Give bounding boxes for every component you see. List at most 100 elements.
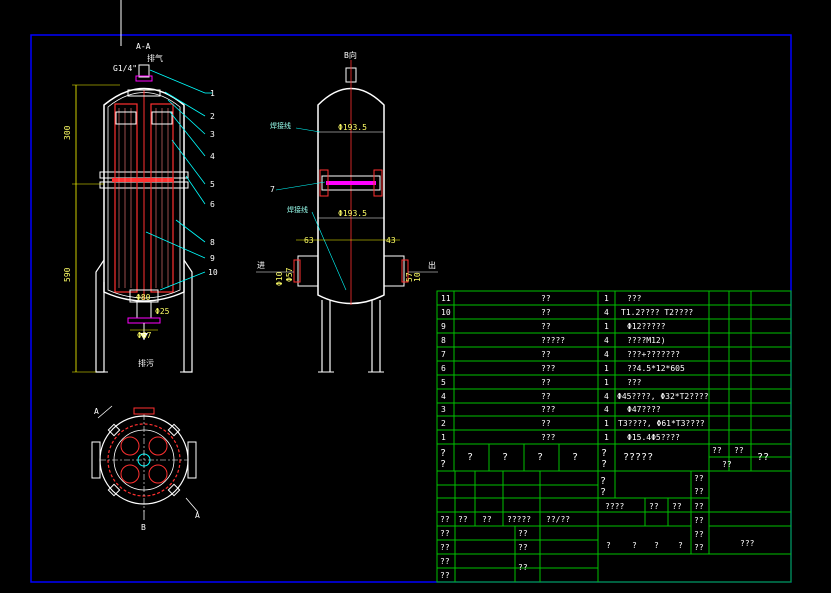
tb-r1-q: ?? <box>600 476 606 498</box>
bom-header-c8: ?? <box>712 446 722 455</box>
bom-spec-1: Φ15.4Φ5???? <box>627 433 680 442</box>
bom-header: ?? ? ? ? ? ?? ????? ?? ?? ?? ?? <box>440 446 769 470</box>
bom-header-c4: ? <box>537 452 543 463</box>
tb-sign-2: ?? <box>482 515 492 524</box>
dim-43: 43 <box>386 236 396 245</box>
dim-phi67: Φ67 <box>137 331 152 340</box>
bom-spec-11: ??? <box>627 294 642 303</box>
tb-r6-a: ?? <box>440 543 450 552</box>
tb-r3-d: ?? <box>694 502 704 511</box>
plan-label-b: B <box>141 523 146 532</box>
bom-name-4: ?? <box>541 392 551 401</box>
dim-300: 300 <box>63 125 72 140</box>
balloon-10: 10 <box>208 268 218 277</box>
bom-name-6: ??? <box>541 364 556 373</box>
bom-table <box>436 290 792 583</box>
bom-qty-2: 1 <box>604 419 609 428</box>
bom-spec-8: ????M12) <box>627 336 666 345</box>
plan-label-a-top: A <box>94 407 99 416</box>
dim-63: 63 <box>304 236 314 245</box>
dim-590: 590 <box>63 267 72 282</box>
tb-r7-a: ?? <box>440 557 450 566</box>
bom-name-1: ??? <box>541 433 556 442</box>
weld-line-lower: 焊接线 <box>287 205 308 214</box>
balloon-leaders <box>145 69 212 291</box>
dim-phi57: Φ57 <box>285 267 294 282</box>
dim-57-right: 57 <box>405 272 414 282</box>
bom-header-c6: ?? <box>601 448 607 470</box>
bom-qty-5: 1 <box>604 378 609 387</box>
bom-header-c11: ?? <box>757 452 769 463</box>
dim-phi80: Φ80 <box>136 293 151 302</box>
bom-qty-8: 4 <box>604 336 609 345</box>
balloon-6: 6 <box>210 200 215 209</box>
tb-scale-0: ? <box>606 541 611 550</box>
tb-r2-a: ?? <box>694 474 704 483</box>
dim-phi10: Φ10 <box>275 271 284 286</box>
bom-no-11: 11 <box>441 294 451 303</box>
tb-r2-b: ?? <box>694 487 704 496</box>
bom-spec-4: Φ45????, Φ32*T2???? <box>617 392 709 401</box>
plan-label-a-bottom: A <box>195 511 200 520</box>
bom-no-3: 3 <box>441 405 446 414</box>
drain-label: 排污 <box>138 358 154 368</box>
title-block: ?? ?? ?? ???? ?? ?? ?? ?? ?? ?? ??? ?? ?… <box>440 474 755 580</box>
balloon-7: 7 <box>270 185 275 194</box>
plan-view: A A B <box>91 405 200 532</box>
balloon-4: 4 <box>210 152 215 161</box>
bom-qty-10: 4 <box>604 308 609 317</box>
bom-rows: 11 ?? 1 ??? 10 ?? 4 T1.2???? T2???? 9 ??… <box>441 294 709 442</box>
bom-no-10: 10 <box>441 308 451 317</box>
bom-no-2: 2 <box>441 419 446 428</box>
bom-no-4: 4 <box>441 392 446 401</box>
tb-drawing-no: ??? <box>740 539 755 548</box>
bom-qty-3: 4 <box>604 405 609 414</box>
dim-phi193-mid: Φ193.5 <box>338 209 367 218</box>
bom-no-7: 7 <box>441 350 446 359</box>
tb-r8-a: ?? <box>440 571 450 580</box>
view-b: B向 Φ193.5 Φ193.5 焊接线 焊接线 7 63 43 Φ10 Φ57… <box>256 50 438 373</box>
bom-name-11: ?? <box>541 294 551 303</box>
bom-no-1: 1 <box>441 433 446 442</box>
bom-qty-7: 4 <box>604 350 609 359</box>
tb-scale-2: ? <box>654 541 659 550</box>
bom-header-c3: ? <box>502 452 508 463</box>
tb-scale-1: ? <box>632 541 637 550</box>
bom-header-c7: ????? <box>623 452 653 463</box>
bom-name-10: ?? <box>541 308 551 317</box>
bom-header-c1: ?? <box>440 448 446 470</box>
tb-r7-b: ?? <box>518 563 528 572</box>
bom-spec-2: T3????, Φ61*T3???? <box>618 419 705 428</box>
tb-r3-a: ???? <box>605 502 624 511</box>
inlet-label: 进 <box>257 261 265 270</box>
tb-r5-a: ?? <box>440 529 450 538</box>
bom-spec-3: Φ47???? <box>627 405 661 414</box>
bom-qty-11: 1 <box>604 294 609 303</box>
balloon-9: 9 <box>210 254 215 263</box>
tb-sign-1: ?? <box>458 515 468 524</box>
section-aa-title: A-A <box>136 42 151 51</box>
bom-header-c9: ?? <box>734 446 744 455</box>
outlet-label: 出 <box>428 260 436 270</box>
tb-r3-c: ?? <box>672 502 682 511</box>
dim-10-right: 10 <box>413 272 422 282</box>
bom-spec-5: ??? <box>627 378 642 387</box>
bom-no-9: 9 <box>441 322 446 331</box>
bom-name-2: ?? <box>541 419 551 428</box>
bom-qty-6: 1 <box>604 364 609 373</box>
bom-name-5: ?? <box>541 378 551 387</box>
bom-header-c5: ? <box>572 452 578 463</box>
tb-sign-4: ??/?? <box>546 515 570 524</box>
bom-no-5: 5 <box>441 378 446 387</box>
bom-no-6: 6 <box>441 364 446 373</box>
dim-phi193-top: Φ193.5 <box>338 123 367 132</box>
balloon-8: 8 <box>210 238 215 247</box>
tb-scale-3: ? <box>678 541 683 550</box>
bom-name-7: ?? <box>541 350 551 359</box>
balloon-3: 3 <box>210 130 215 139</box>
tb-sign-3: ????? <box>507 515 531 524</box>
bom-no-8: 8 <box>441 336 446 345</box>
vent-label: 排气 <box>147 53 163 63</box>
tb-right-b: ?? <box>694 530 704 539</box>
